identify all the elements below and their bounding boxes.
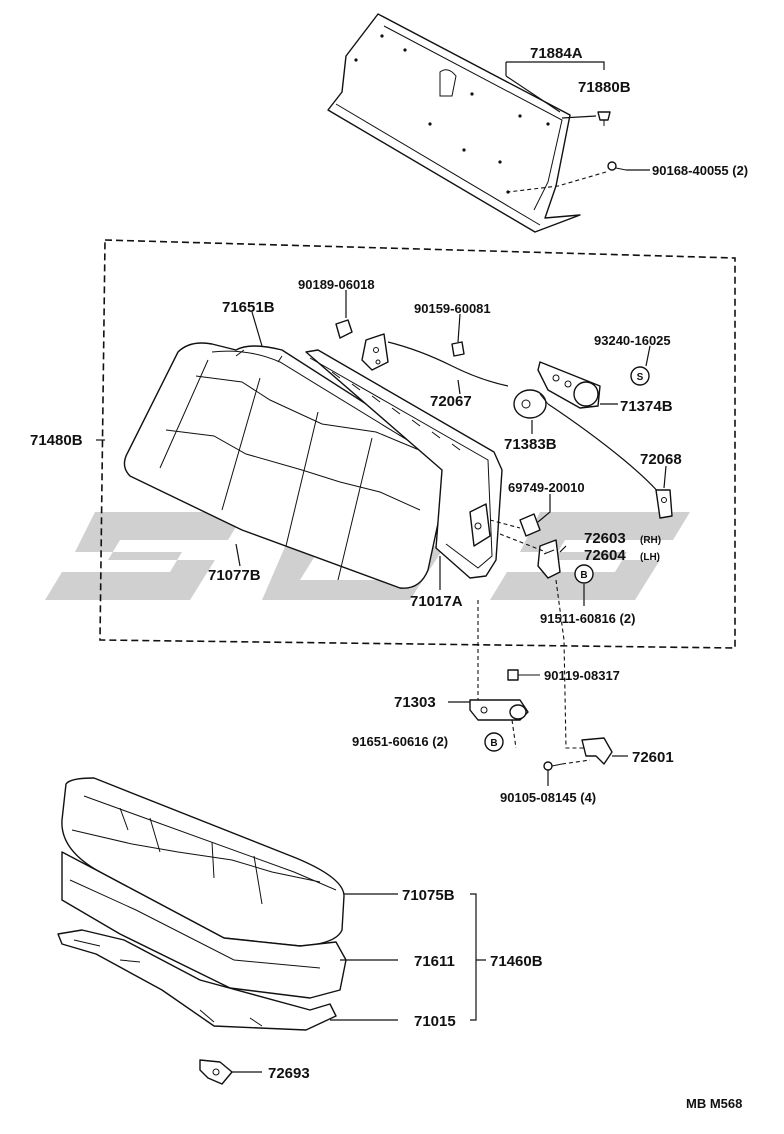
clip-71880b-icon (597, 111, 611, 126)
label-71374b: 71374B (620, 398, 673, 415)
label-72603-rh: (RH) (640, 535, 661, 546)
marker-b-icon (574, 564, 594, 584)
screw-90168-icon (607, 161, 627, 171)
bolt-90105-icon (543, 761, 563, 771)
label-71017a: 71017A (410, 593, 463, 610)
lock-cable-72067 (387, 341, 509, 387)
label-72604-lh: (LH) (640, 552, 660, 563)
marker-s: S (637, 372, 644, 383)
seatback-cushion (123, 342, 451, 589)
diagram-ref-code: MB M568 (686, 1096, 742, 1111)
marker-s-icon (630, 366, 650, 386)
bracket-71303-icon (469, 699, 529, 721)
seat-cushion (61, 777, 345, 947)
label-72604: 72604 (584, 547, 626, 564)
hinge-72603-icon (537, 539, 561, 579)
marker-b-bottom: B (490, 738, 497, 749)
label-71460b: 71460B (490, 953, 543, 970)
label-71480b: 71480B (30, 432, 83, 449)
label-72601: 72601 (632, 749, 674, 766)
label-72067: 72067 (430, 393, 472, 410)
label-69749-20010: 69749-20010 (508, 480, 585, 495)
label-71611: 71611 (414, 953, 455, 970)
label-90168-40055: 90168-40055 (2) (652, 163, 748, 178)
label-91511-60816: 91511-60816 (2) (540, 611, 635, 626)
seatback-assembly-box (99, 239, 736, 649)
label-72068: 72068 (640, 451, 682, 468)
label-71077b: 71077B (208, 567, 261, 584)
lock-knob-71383b-icon (513, 389, 549, 419)
seat-cushion-frame (57, 929, 337, 1031)
label-71651b: 71651B (222, 299, 275, 316)
label-71303: 71303 (394, 694, 436, 711)
label-91651-60616: 91651-60616 (2) (352, 734, 448, 749)
bolt-90119-icon (507, 669, 540, 681)
label-71015: 71015 (414, 1013, 456, 1030)
hinge-bracket-icon (361, 333, 389, 371)
cable-end-72068-icon (655, 489, 673, 519)
label-71884a: 71884A (530, 45, 583, 62)
label-72693: 72693 (268, 1065, 310, 1082)
label-90119-08317: 90119-08317 (544, 668, 620, 683)
label-90159-60081: 90159-60081 (414, 301, 491, 316)
seat-cushion-pad (61, 851, 347, 999)
package-tray-trim (327, 13, 581, 233)
lock-cable-72068 (547, 403, 661, 495)
label-71383b: 71383B (504, 436, 557, 453)
label-90105-08145: 90105-08145 (4) (500, 790, 596, 805)
clip-90189-icon (335, 319, 353, 339)
lock-71374b-icon (537, 361, 601, 409)
clip-72693-icon (199, 1059, 233, 1085)
label-90189-06018: 90189-06018 (298, 277, 375, 292)
label-71880b: 71880B (578, 79, 631, 96)
marker-b-top: B (580, 570, 587, 581)
hook-72601-icon (581, 737, 613, 765)
label-72603: 72603 (584, 530, 626, 547)
label-93240-16025: 93240-16025 (594, 333, 671, 348)
marker-b2-icon (484, 732, 504, 752)
clip-69749-icon (519, 513, 541, 537)
seatback-frame (305, 349, 503, 579)
label-71075b: 71075B (402, 887, 455, 904)
screw-90159-icon (451, 341, 465, 357)
